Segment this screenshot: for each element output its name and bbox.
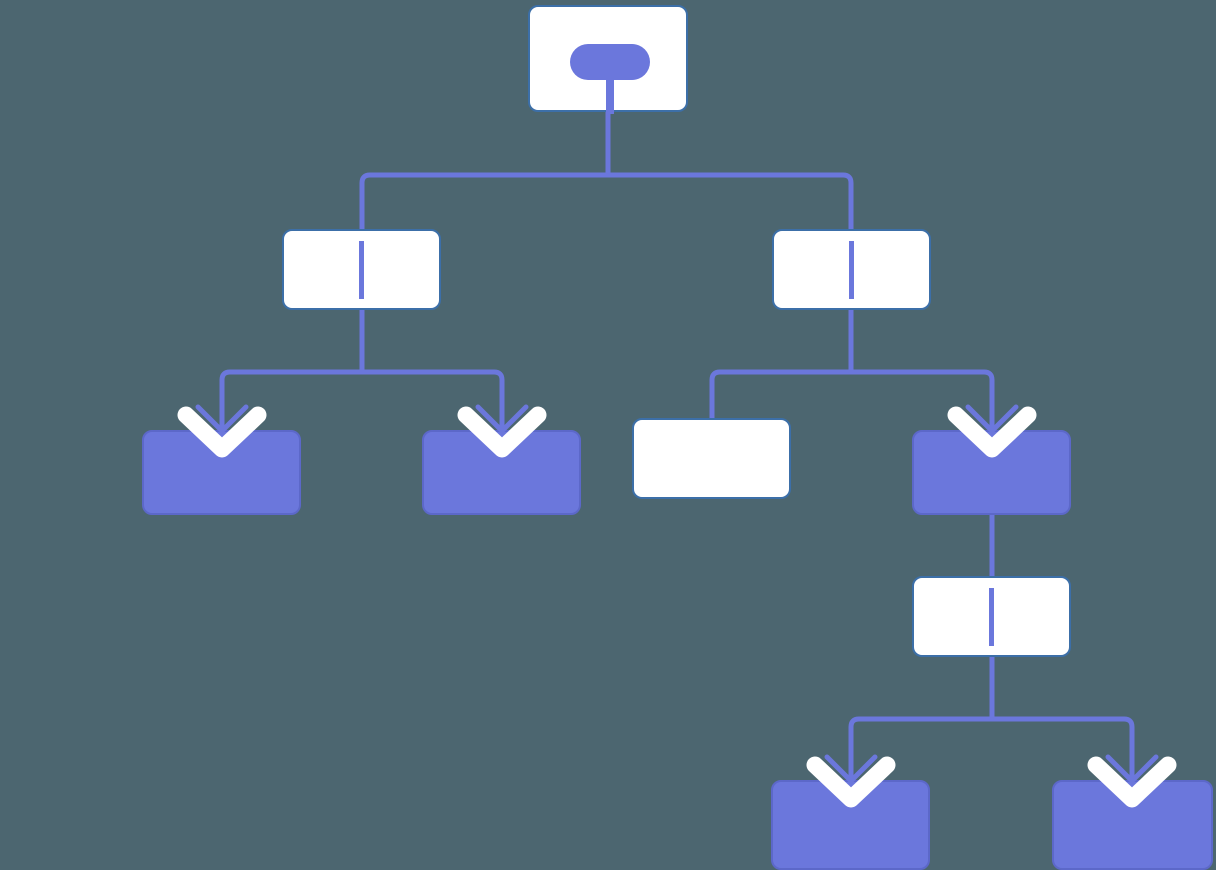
node-n8[interactable] (771, 780, 930, 870)
edge-e2 (219, 310, 365, 437)
node-n7[interactable] (912, 576, 1071, 657)
root-stem-glyph (606, 62, 614, 114)
node-n3[interactable] (142, 430, 301, 515)
edge-e1 (605, 112, 854, 229)
node-n4[interactable] (422, 430, 581, 515)
node-n1[interactable] (282, 229, 441, 310)
node-vertical-line-glyph (989, 587, 994, 646)
edge-e4 (709, 310, 854, 418)
edge-e5 (848, 310, 995, 437)
edge-e8 (989, 657, 1135, 787)
node-n0[interactable] (528, 5, 688, 114)
edge-e7 (848, 657, 995, 787)
edge-e3 (359, 310, 505, 437)
node-vertical-line-glyph (359, 240, 364, 299)
node-vertical-line-glyph (849, 240, 854, 299)
edge-e0 (359, 112, 611, 229)
node-n5[interactable] (632, 418, 791, 499)
node-n6[interactable] (912, 430, 1071, 515)
node-n2[interactable] (772, 229, 931, 310)
node-n9[interactable] (1052, 780, 1213, 870)
